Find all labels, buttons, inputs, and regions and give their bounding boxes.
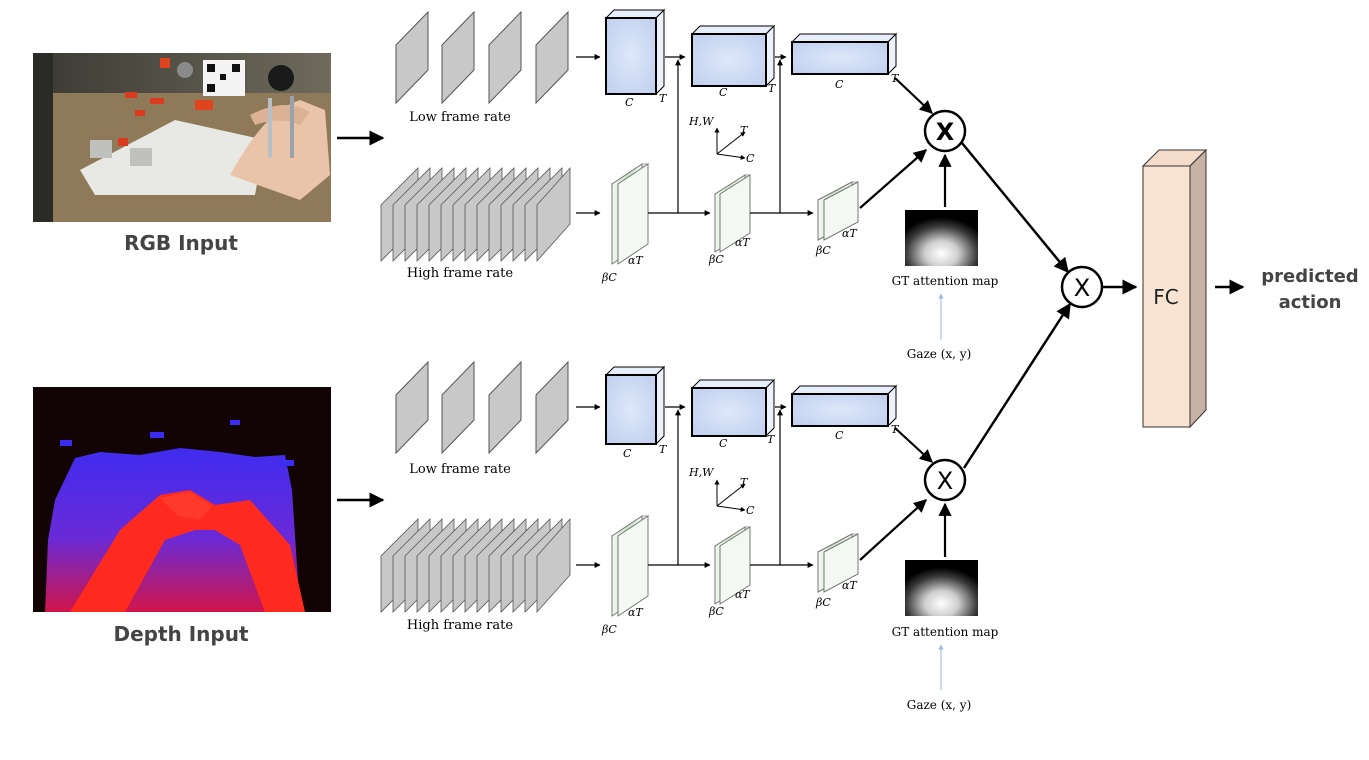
fast-block-3-alpha-t-label: αT (842, 227, 858, 240)
fast-block-1-alpha-t-label: αT (628, 254, 644, 267)
fast-block-3-alpha-t-label: αT (842, 579, 858, 592)
slow-block-2 (690, 24, 776, 88)
axes-hw-label: H,W (688, 115, 715, 128)
axes-glyph (714, 479, 746, 512)
slow-block-3-c-label: C (835, 429, 844, 442)
fast-block-2-alpha-t-label: αT (735, 236, 751, 249)
depth-stream: Low frame rate High frame rate C T (380, 360, 999, 712)
high-frame-rate-frames (380, 517, 571, 614)
fast-block-1-alpha-t-label: αT (628, 606, 644, 619)
multiply-node-depth (923, 458, 967, 502)
slow-block-3 (790, 384, 898, 428)
high-frame-rate-label: High frame rate (407, 618, 513, 633)
slow-block-1 (604, 365, 666, 446)
low-frame-rate-label: Low frame rate (409, 462, 511, 477)
slow-block-2-t-label: T (768, 82, 777, 95)
slow-block-3 (790, 32, 898, 76)
predicted-action-line2: action (1279, 292, 1342, 313)
rgb-input-image (33, 53, 331, 222)
predicted-action-line1: predicted (1261, 266, 1358, 287)
high-frame-rate-label: High frame rate (407, 266, 513, 281)
depth-input-label: Depth Input (113, 622, 248, 646)
gt-attention-map-depth-label: GT attention map (892, 625, 999, 639)
slow-block-1-t-label: T (659, 92, 668, 105)
axes-t-label: T (740, 476, 749, 489)
fast-block-3-beta-c-label: βC (815, 596, 831, 609)
fc-label: FC (1153, 285, 1178, 309)
fast-block-3-beta-c-label: βC (815, 244, 831, 257)
low-frame-rate-label: Low frame rate (409, 110, 511, 125)
high-frame-rate-frames (380, 166, 571, 263)
fc-layer (1141, 148, 1208, 429)
slow-block-1-t-label: T (659, 443, 668, 456)
multiply-node-rgb-symbol: X (936, 118, 955, 146)
multiply-node-fusion (1060, 265, 1104, 309)
depth-input-image (33, 387, 331, 612)
slow-block-1-c-label: C (625, 96, 634, 109)
gt-attention-map-rgb-label: GT attention map (892, 274, 999, 288)
gt-attention-map-depth (905, 560, 978, 616)
multiply-node-rgb (923, 109, 967, 153)
slow-block-3-c-label: C (835, 78, 844, 91)
gaze-depth-label: Gaze (x, y) (907, 698, 972, 712)
rgb-stream: Low frame rate High frame rate (380, 8, 999, 361)
slow-block-1 (604, 8, 666, 96)
axes-c-label: C (746, 152, 755, 165)
fast-block-1 (610, 515, 650, 617)
fast-block-2 (713, 526, 752, 605)
multiply-node-depth-symbol: X (937, 467, 953, 495)
rgb-input-label: RGB Input (124, 231, 238, 255)
gt-attention-map-rgb (905, 210, 978, 266)
slow-block-2 (690, 378, 776, 438)
fast-block-1-beta-c-label: βC (601, 623, 617, 636)
slow-block-2-c-label: C (719, 86, 728, 99)
slow-block-1-c-label: C (623, 447, 632, 460)
slow-block-2-t-label: T (767, 433, 776, 446)
axes-hw-label: H,W (688, 466, 715, 479)
gaze-rgb-label: Gaze (x, y) (907, 347, 972, 361)
fast-block-3 (817, 533, 859, 593)
axes-c-label: C (746, 504, 755, 517)
fast-block-1-beta-c-label: βC (601, 271, 617, 284)
multiply-node-fusion-symbol: X (1074, 274, 1090, 302)
fast-block-2-alpha-t-label: αT (735, 588, 751, 601)
axes-t-label: T (740, 124, 749, 137)
low-frame-rate-frames (395, 10, 569, 105)
fast-block-3 (817, 181, 859, 241)
low-frame-rate-frames (395, 360, 569, 455)
fast-block-2-beta-c-label: βC (708, 605, 724, 618)
fast-block-1 (610, 163, 650, 265)
slow-block-2-c-label: C (719, 437, 728, 450)
fast-block-2 (713, 174, 752, 253)
axes-glyph (714, 127, 746, 160)
fast-block-2-beta-c-label: βC (708, 253, 724, 266)
